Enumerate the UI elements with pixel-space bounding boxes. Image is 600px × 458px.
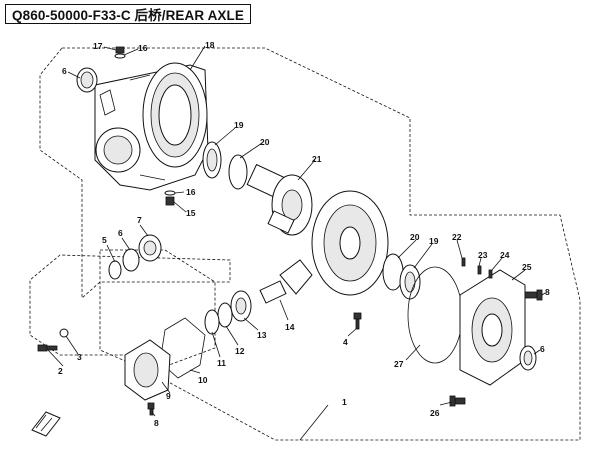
bearing-19-upper [202,141,222,179]
callout-26: 26 [430,408,440,418]
callout-6-left: 6 [118,228,123,238]
dowel-pin-24 [488,269,493,279]
dowel-pin-23 [477,265,482,275]
callout-4: 4 [343,337,348,347]
callout-16-top: 16 [138,43,148,53]
front-arrow-icon [31,411,61,437]
callout-2: 2 [58,366,63,376]
callout-19-lower: 19 [429,236,439,246]
callout-19-upper: 19 [234,120,244,130]
breather-plug [114,46,126,59]
drain-plug [164,190,176,206]
spacer-11 [204,309,220,335]
callout-20-upper: 20 [260,137,270,147]
bolt-4 [353,312,362,330]
pinion-gear [259,259,313,304]
callout-14: 14 [285,322,295,332]
callout-17: 17 [93,41,103,51]
washer-3 [59,328,69,338]
axle-housing [94,62,209,191]
callout-21: 21 [312,154,322,164]
diagram-title: Q860-50000-F33-C 后桥/REAR AXLE [12,8,244,23]
bearing-7 [138,234,162,262]
callout-12: 12 [235,346,245,356]
callout-27: 27 [394,359,404,369]
o-ring-20-upper [228,154,248,190]
differential-carrier [246,163,313,236]
callout-5: 5 [102,235,107,245]
callout-25: 25 [522,262,532,272]
shim-12 [217,302,233,328]
dowel-pin-22 [461,257,466,267]
pinion-group-outline [99,249,216,373]
callout-7: 7 [137,215,142,225]
bolt-26 [449,395,466,407]
callout-16-bottom: 16 [186,187,196,197]
diagram-title-box: Q860-50000-F33-C 后桥/REAR AXLE [5,4,251,24]
callout-8-right: 8 [545,287,550,297]
callout-10: 10 [198,375,208,385]
callout-15: 15 [186,208,196,218]
callout-6-top: 6 [62,66,67,76]
leader-lines [47,45,546,441]
oil-seal-cover [519,345,537,371]
callout-8-lower: 8 [154,418,159,428]
bearing-19-lower [399,264,421,300]
callout-20-lower: 20 [410,232,420,242]
seal-6-left [122,248,140,272]
bearing-13 [230,290,252,322]
rear-cover [459,269,526,386]
bolt-8-right [524,289,543,301]
oil-seal-top [76,67,98,93]
callout-3: 3 [77,352,82,362]
callout-1: 1 [342,397,347,407]
callout-11: 11 [217,358,226,368]
callout-6-right: 6 [540,344,545,354]
callout-23: 23 [478,250,488,260]
callout-24: 24 [500,250,510,260]
bolt-2 [37,344,58,352]
callout-18: 18 [205,40,215,50]
callout-9: 9 [166,391,171,401]
callout-13: 13 [257,330,267,340]
ring-gear [311,190,389,296]
circlip-5 [108,260,122,280]
callout-22: 22 [452,232,462,242]
pinion-housing [124,339,171,401]
bolt-8-lower [147,402,155,416]
